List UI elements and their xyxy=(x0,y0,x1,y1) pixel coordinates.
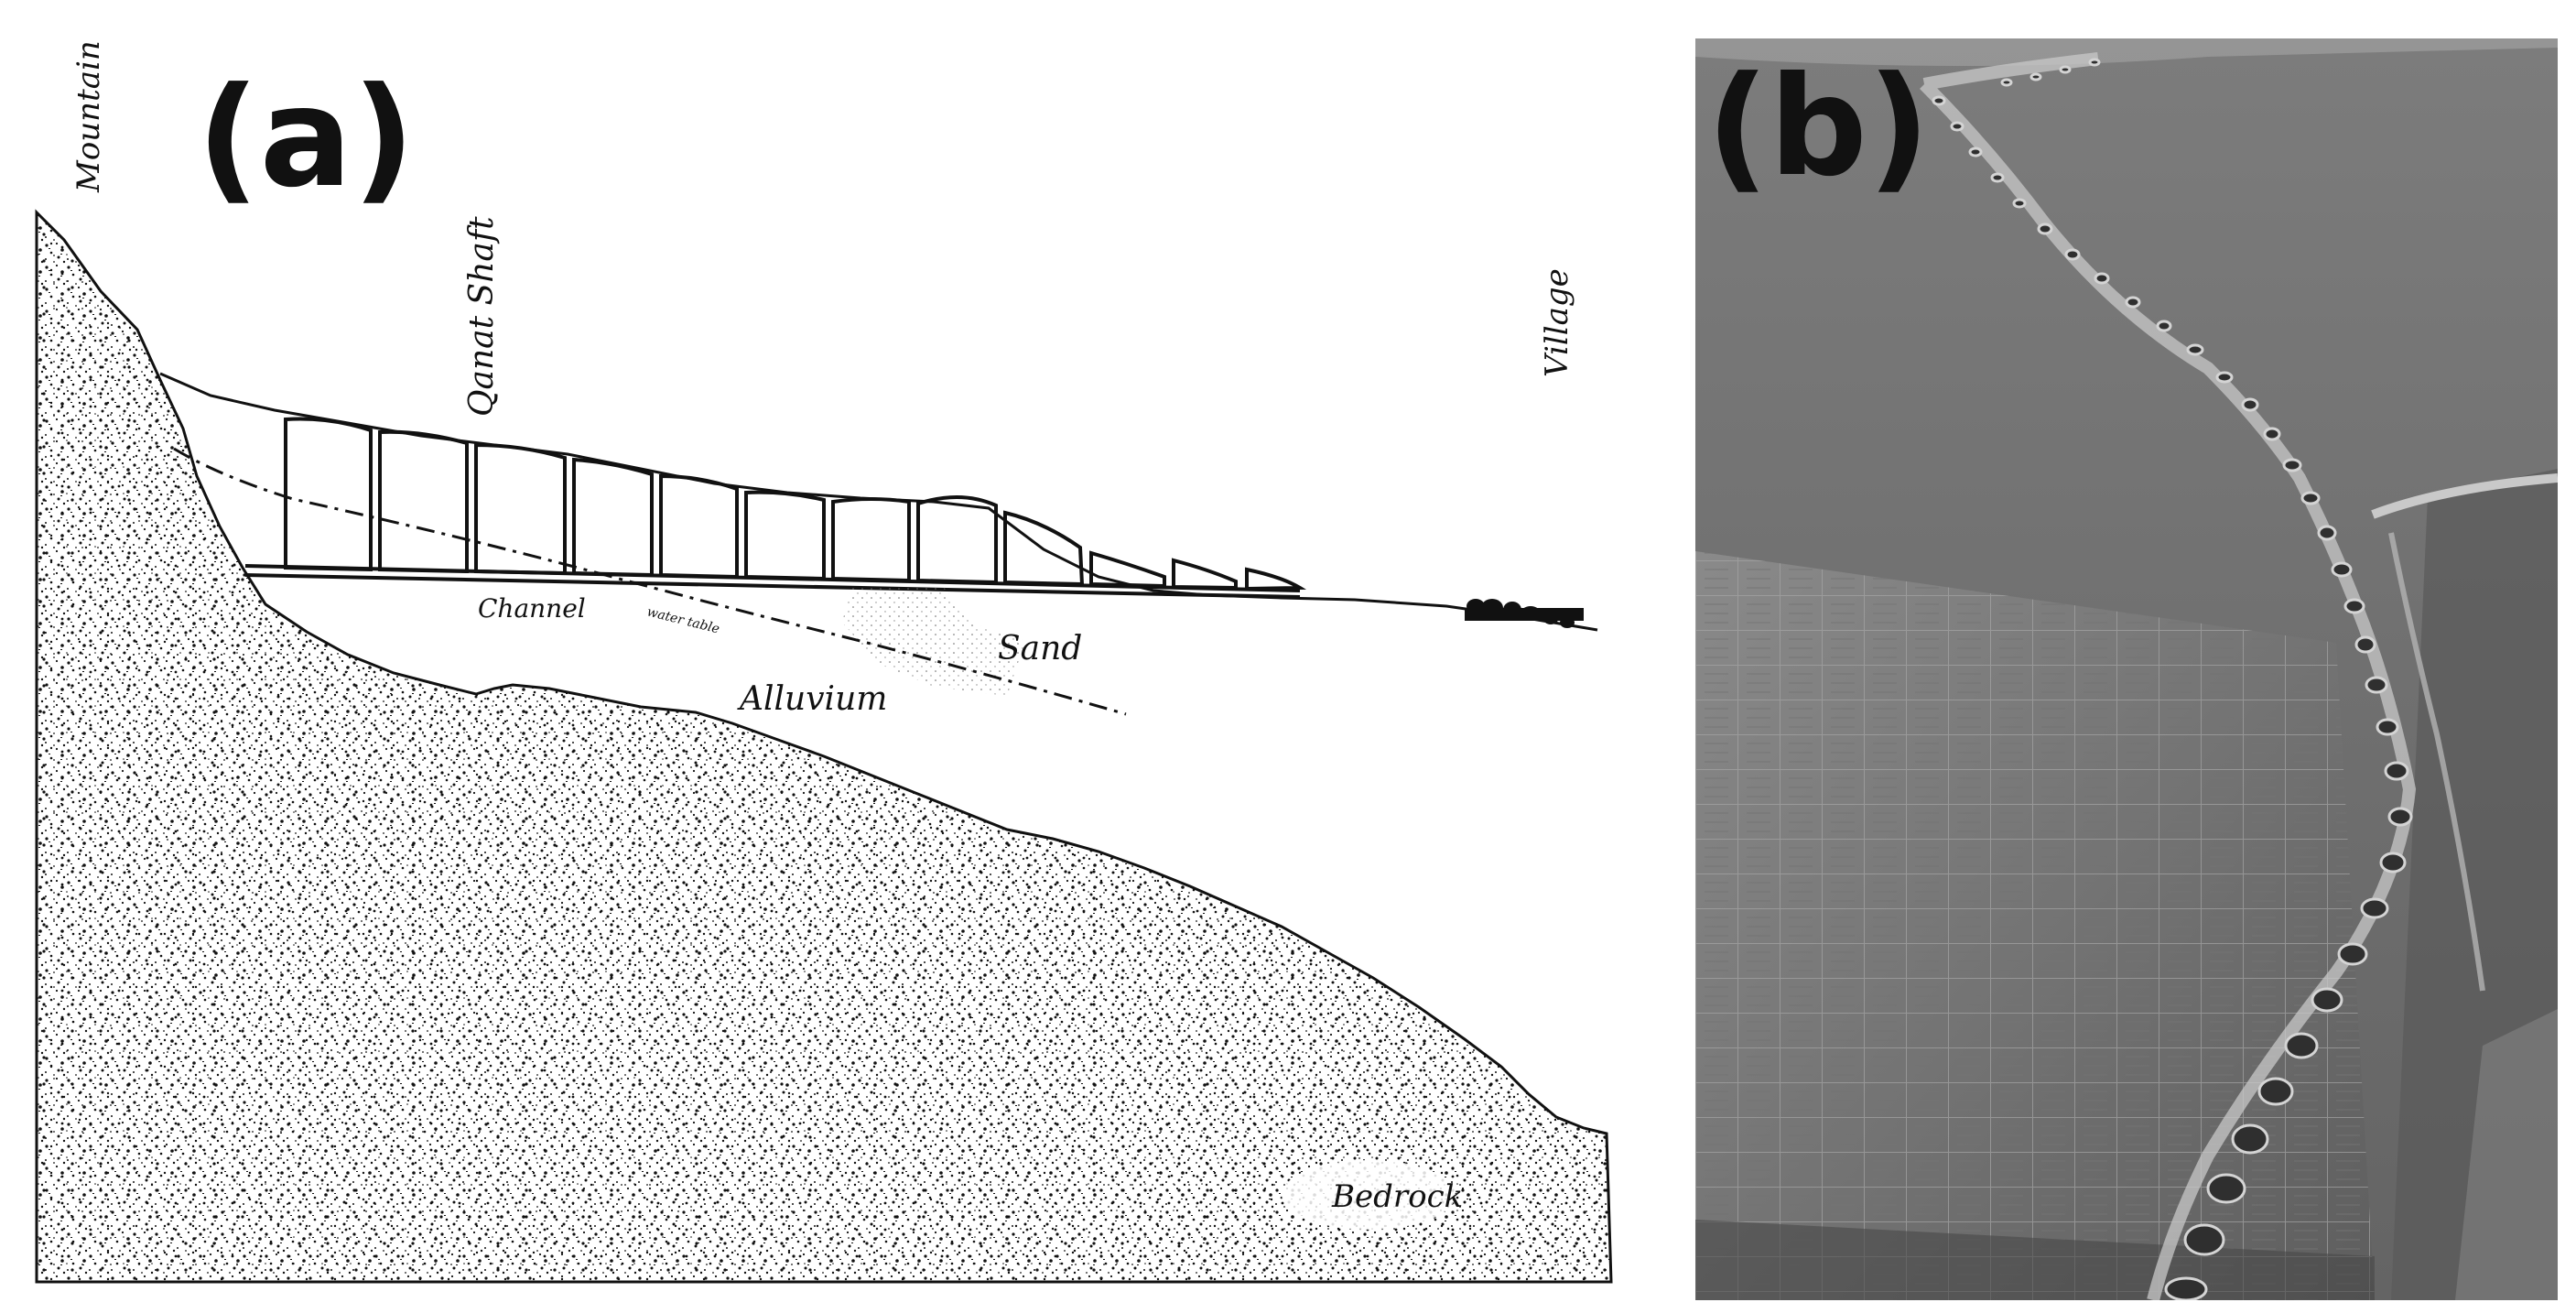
water-table-line xyxy=(173,447,1127,716)
label-bedrock: Bedrock xyxy=(1331,1178,1463,1215)
panel-b-aerial-photo: (b) xyxy=(1695,38,2558,1300)
panel-a-qanat-diagram: (a) Mountain Qanat Shaft Village Channel… xyxy=(35,40,1613,1284)
village-houses xyxy=(1465,599,1584,628)
label-water-table: water table xyxy=(645,604,721,636)
label-sand: Sand xyxy=(998,630,1082,667)
shaft-craters xyxy=(1932,58,2413,1300)
sand-region xyxy=(842,586,1025,696)
panel-b-letter: (b) xyxy=(1706,48,1930,207)
aerial-photo-svg: (b) xyxy=(1695,38,2558,1300)
label-alluvium: Alluvium xyxy=(737,680,887,718)
panel-a-letter: (a) xyxy=(197,59,415,218)
qanat-line xyxy=(1920,52,2417,1300)
qanat-shafts xyxy=(284,417,1307,591)
qanat-cross-section-svg: (a) Mountain Qanat Shaft Village Channel… xyxy=(35,40,1613,1284)
label-channel: Channel xyxy=(478,593,586,624)
label-mountain: Mountain xyxy=(70,40,107,193)
label-village: Village xyxy=(1539,268,1575,377)
label-qanat-shaft: Qanat Shaft xyxy=(463,216,501,417)
